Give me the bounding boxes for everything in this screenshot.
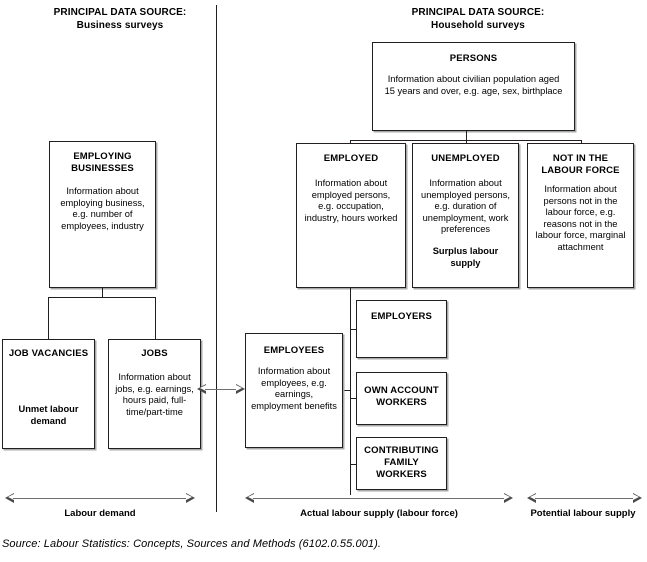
- connector-employed-spine: [350, 297, 352, 495]
- left-section-header: PRINCIPAL DATA SOURCE: Business surveys: [30, 6, 210, 32]
- box-contributing-family-workers-title-line3: WORKERS: [376, 469, 427, 480]
- box-employees-title: EMPLOYEES: [263, 345, 325, 356]
- arrowhead-left-icon: [197, 384, 206, 394]
- connector-business-to-job-vacancies: [48, 297, 50, 339]
- span-label-actual-labour-supply: Actual labour supply (labour force): [300, 508, 458, 519]
- box-contributing-family-workers-title-line2: FAMILY: [384, 457, 419, 468]
- vertical-divider: [216, 5, 217, 512]
- box-employing-businesses-title-line2: BUSINESSES: [71, 163, 134, 174]
- box-unemployed-emphasis: Surplus labour supply: [432, 245, 499, 268]
- box-employers: EMPLOYERS: [356, 300, 447, 358]
- box-own-account-workers-title-line2: WORKERS: [376, 397, 427, 408]
- box-contributing-family-workers-title-line1: CONTRIBUTING: [364, 445, 439, 456]
- connector-persons-stem: [466, 131, 468, 141]
- arrowhead-left-icon: [527, 493, 536, 503]
- box-employing-businesses: EMPLOYING BUSINESSES Information about e…: [49, 141, 156, 288]
- right-section-header: PRINCIPAL DATA SOURCE: Household surveys: [378, 6, 578, 32]
- arrow-line: [253, 498, 505, 500]
- box-job-vacancies-emphasis: Unmet labour demand: [18, 404, 79, 426]
- arrowhead-left-icon: [5, 493, 14, 503]
- box-unemployed-title: UNEMPLOYED: [431, 153, 500, 164]
- right-section-header-line2: Household surveys: [431, 20, 525, 31]
- arrowhead-left-icon: [245, 493, 254, 503]
- connector-persons-to-unemployed: [466, 140, 468, 144]
- span-arrow-potential-labour-supply: [527, 493, 642, 505]
- left-section-header-line2: Business surveys: [76, 20, 164, 31]
- connector-persons-to-nilf: [581, 140, 583, 144]
- box-employers-title: EMPLOYERS: [371, 311, 432, 322]
- box-unemployed-body: Information about unemployed persons, e.…: [421, 178, 510, 235]
- span-arrow-actual-labour-supply: [245, 493, 513, 505]
- box-unemployed: UNEMPLOYED Information about unemployed …: [412, 143, 519, 288]
- box-employing-businesses-body: Information about employing business, e.…: [60, 186, 145, 231]
- box-employees: EMPLOYEES Information about employees, e…: [245, 333, 343, 448]
- box-contributing-family-workers: CONTRIBUTING FAMILY WORKERS: [356, 437, 447, 490]
- arrow-jobs-employees: [197, 384, 245, 396]
- box-job-vacancies-title: JOB VACANCIES: [8, 348, 89, 359]
- box-not-in-labour-force-title-line2: LABOUR FORCE: [541, 165, 620, 176]
- box-jobs: JOBS Information about jobs, e.g. earnin…: [108, 339, 201, 449]
- connector-spine-to-employees: [343, 390, 351, 392]
- arrow-line: [535, 498, 634, 500]
- box-employed: EMPLOYED Information about employed pers…: [296, 143, 406, 288]
- right-section-header-line1: PRINCIPAL DATA SOURCE:: [411, 7, 545, 18]
- box-employed-title: EMPLOYED: [323, 153, 379, 164]
- box-employing-businesses-title-line1: EMPLOYING: [73, 151, 132, 162]
- arrowhead-right-icon: [186, 493, 195, 503]
- box-job-vacancies: JOB VACANCIES Unmet labour demand: [2, 339, 95, 449]
- left-section-header-line1: PRINCIPAL DATA SOURCE:: [53, 7, 187, 18]
- span-label-potential-labour-supply: Potential labour supply: [530, 508, 636, 519]
- connector-business-stem: [102, 288, 104, 298]
- box-employed-body: Information about employed persons, e.g.…: [304, 178, 398, 223]
- box-own-account-workers: OWN ACCOUNT WORKERS: [356, 372, 447, 425]
- arrow-line: [13, 498, 187, 500]
- connector-persons-to-employed: [350, 140, 352, 144]
- connector-business-bus: [48, 297, 156, 299]
- box-persons-title: PERSONS: [449, 53, 498, 64]
- box-persons-body: Information about civilian population ag…: [384, 74, 563, 96]
- box-persons: PERSONS Information about civilian popul…: [372, 42, 575, 131]
- connector-spine-to-own-account: [350, 398, 356, 400]
- arrowhead-right-icon: [504, 493, 513, 503]
- connector-spine-to-employers: [350, 329, 356, 331]
- box-jobs-body: Information about jobs, e.g. earnings, h…: [115, 372, 194, 417]
- arrowhead-right-icon: [633, 493, 642, 503]
- connector-employed-stem: [350, 288, 352, 298]
- box-jobs-title: JOBS: [141, 348, 168, 359]
- arrow-line: [205, 389, 237, 391]
- box-employees-body: Information about employees, e.g. earnin…: [251, 366, 337, 411]
- box-not-in-labour-force-title-line1: NOT IN THE: [552, 153, 609, 164]
- box-not-in-labour-force: NOT IN THE LABOUR FORCE Information abou…: [527, 143, 634, 288]
- arrowhead-right-icon: [236, 384, 245, 394]
- span-arrow-labour-demand: [5, 493, 195, 505]
- box-own-account-workers-title-line1: OWN ACCOUNT: [364, 385, 439, 396]
- source-note: Source: Labour Statistics: Concepts, Sou…: [2, 538, 382, 550]
- connector-business-to-jobs: [155, 297, 157, 339]
- span-label-labour-demand: Labour demand: [64, 508, 136, 519]
- box-not-in-labour-force-body: Information about persons not in the lab…: [535, 184, 626, 252]
- connector-spine-to-contributing: [350, 464, 356, 466]
